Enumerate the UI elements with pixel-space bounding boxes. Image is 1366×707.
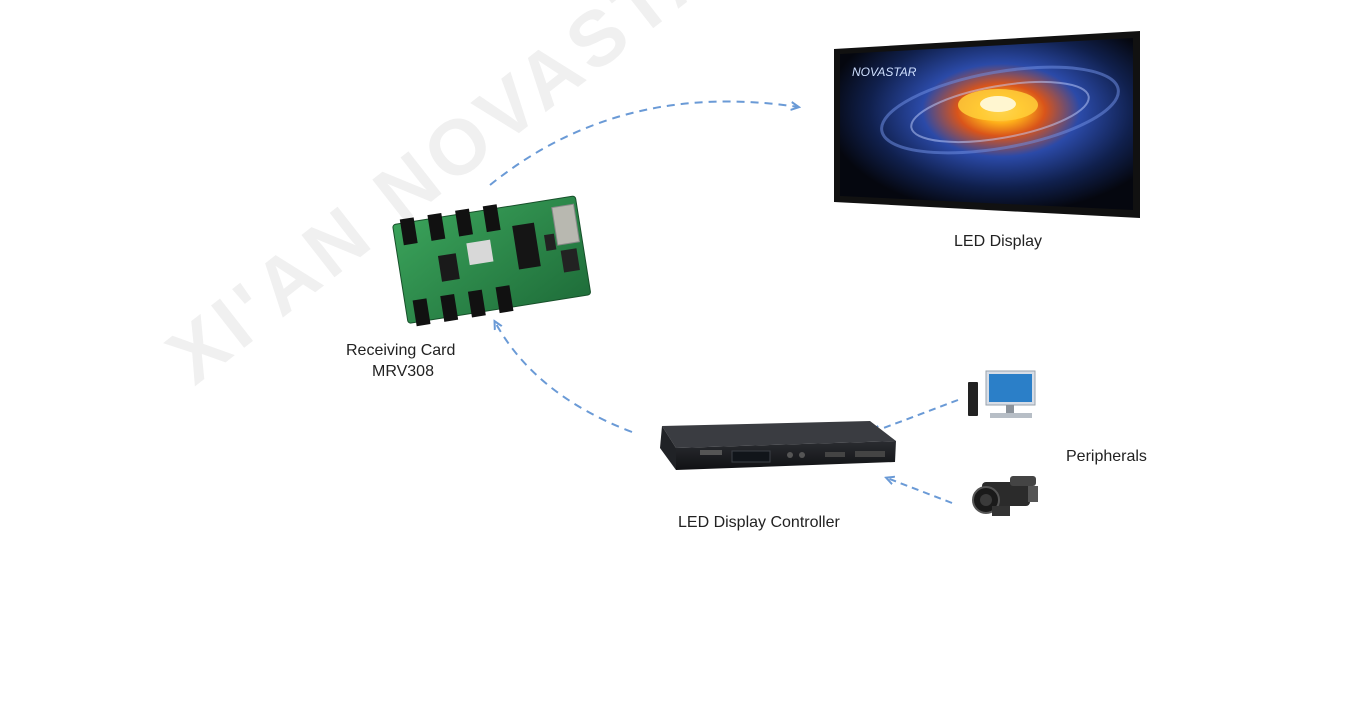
- desktop-computer-icon: [968, 370, 1036, 418]
- led-display-controller-image: [660, 421, 896, 470]
- video-camera-icon: [972, 476, 1038, 516]
- receiving-card-image: [392, 195, 591, 327]
- arrow-controller-to-card: [495, 322, 633, 433]
- led-display-label: LED Display: [954, 233, 1043, 250]
- arrow-camera-to-controller: [887, 478, 953, 504]
- arrow-computer-to-controller: [873, 399, 959, 432]
- led-display-image: NOVASTAR: [834, 31, 1140, 218]
- arrow-card-to-display: [489, 100, 798, 186]
- controller-label: LED Display Controller: [678, 514, 840, 531]
- screen-logo: NOVASTAR: [852, 65, 917, 79]
- receiving-card-model: MRV308: [372, 363, 434, 380]
- receiving-card-label: Receiving Card: [346, 342, 456, 359]
- peripherals-label: Peripherals: [1066, 448, 1147, 465]
